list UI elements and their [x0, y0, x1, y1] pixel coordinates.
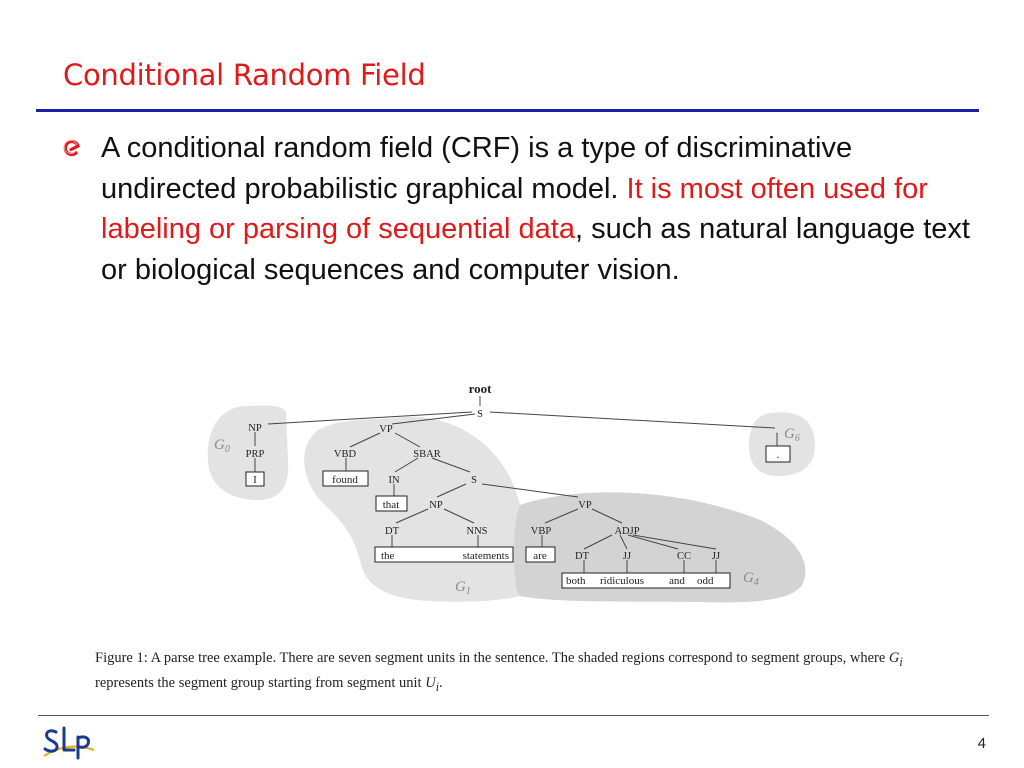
node-np2: NP: [429, 500, 443, 511]
word-are: are: [533, 550, 547, 562]
parse-tree-figure: root S NP PRP VP VBD SBAR IN S NP DT NNS…: [207, 381, 815, 603]
bullet-text-highlight: It is most often used for labeling or pa…: [101, 172, 928, 246]
node-vbd: VBD: [334, 449, 357, 460]
region-g6: [748, 412, 815, 476]
slide-title: Conditional Random Field: [63, 58, 426, 92]
footer-rule: [38, 715, 989, 716]
node-root: root: [469, 381, 493, 396]
word-statements: statements: [463, 550, 509, 562]
segment-box-that: [375, 495, 408, 512]
node-s2: S: [471, 475, 477, 486]
node-sbar: SBAR: [413, 449, 440, 460]
node-dot: .: [776, 426, 779, 437]
bullet-text-part1: A conditional random field (CRF) is a ty…: [101, 132, 853, 205]
node-vp2: VP: [578, 500, 592, 511]
swirl-bullet-icon: [63, 139, 80, 157]
word-that: that: [383, 499, 400, 511]
group-label-g1: G1: [455, 579, 471, 597]
segment-box-the-statements: [374, 546, 514, 563]
word-both: both: [566, 575, 586, 587]
node-s: S: [477, 409, 483, 420]
group-label-g0: G0: [214, 437, 230, 455]
segment-box-i: [245, 471, 265, 487]
slp-logo: [43, 726, 95, 760]
word-ridiculous: ridiculous: [600, 575, 644, 587]
segment-box-found: [322, 470, 369, 487]
node-in: IN: [388, 475, 399, 486]
word-period: .: [777, 449, 780, 461]
word-and: and: [669, 575, 685, 587]
node-dt2: DT: [575, 551, 590, 562]
node-jj1: JJ: [623, 551, 631, 562]
page-number: 4: [977, 735, 986, 752]
figure-caption: Figure 1: A parse tree example. There ar…: [95, 650, 903, 694]
node-vbp: VBP: [531, 526, 552, 537]
group-label-g4: G4: [743, 570, 759, 588]
word-i: I: [253, 474, 257, 486]
node-np: NP: [248, 423, 262, 434]
node-prp: PRP: [246, 449, 265, 460]
region-g0: [207, 405, 289, 500]
node-nns: NNS: [466, 526, 487, 537]
node-dt: DT: [385, 526, 400, 537]
node-vp: VP: [379, 424, 393, 435]
word-odd: odd: [697, 575, 714, 587]
word-found: found: [332, 474, 358, 486]
group-label-g6: G6: [784, 426, 800, 444]
node-jj2: JJ: [712, 551, 720, 562]
node-adjp: ADJP: [614, 526, 639, 537]
bullet-text: A conditional random field (CRF) is a ty…: [101, 128, 971, 290]
word-the: the: [381, 550, 395, 562]
segment-box-are: [525, 546, 556, 563]
segment-box-period: [765, 445, 791, 463]
title-rule: [36, 109, 979, 112]
bullet-text-part2: , such as natural language text or biolo…: [101, 213, 970, 286]
segment-box-both-ridiculous-and-odd: [561, 572, 731, 589]
node-cc: CC: [677, 551, 691, 562]
